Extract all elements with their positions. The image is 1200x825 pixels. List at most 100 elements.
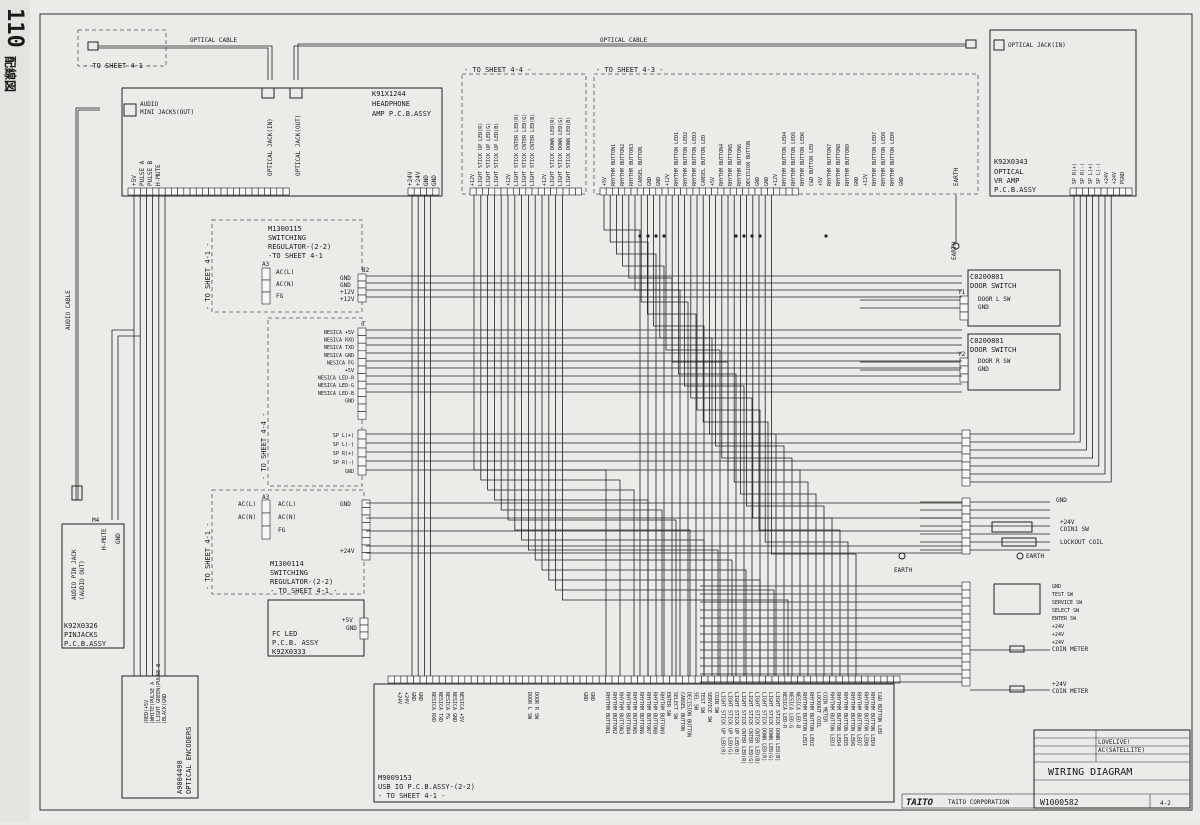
connector-pin — [544, 187, 551, 196]
usb-gnd-label: GND — [582, 692, 588, 701]
usb-nesica-label: NESICA TXD — [437, 692, 443, 722]
usb-signal-label: CANSEL BUTTON — [679, 692, 685, 731]
binding-margin — [0, 0, 30, 821]
connector-pin — [264, 187, 271, 196]
door-left-name: DOOR SWITCH — [970, 282, 1016, 290]
regulator-bottom-conn-a: A3 — [262, 494, 270, 501]
connector-pin — [496, 675, 504, 684]
connector-pin — [618, 187, 626, 196]
connector-pin — [961, 477, 971, 487]
headphone-name2: AMP P.C.B.ASSY — [372, 110, 432, 118]
connector-pin — [568, 187, 576, 196]
connector-pin — [598, 675, 606, 684]
coin-meter1-label: COIN METER — [1052, 646, 1089, 653]
optical-cable-right-wire — [297, 43, 966, 80]
headphone-id: K91X1244 — [372, 90, 406, 98]
speaker-wire — [970, 195, 1087, 451]
connector-pin — [754, 187, 762, 196]
pinjack-box — [61, 523, 125, 649]
connector-pin — [692, 187, 700, 196]
usb-signal-label: SEL SW — [692, 692, 698, 711]
connector-pin — [680, 187, 688, 196]
connector-pin — [669, 675, 677, 684]
headphone-right-pins: +24V +24V GND GND — [407, 171, 438, 186]
pinjack-wire — [111, 329, 134, 520]
button-group2-label: RHYTHM BUTTON8 — [836, 144, 842, 186]
coin-earth-symbol — [1016, 552, 1024, 560]
usb-signal-label: RHYTHM BUTTON LED3 — [828, 692, 834, 746]
connector-pin — [171, 187, 178, 196]
regulator-top-name2: REGULATOR-(2-2) — [268, 243, 331, 251]
title-block: LOVELIVE! AC(SATELLITE) WIRING DIAGRAM T… — [901, 729, 1191, 809]
usb-power-label: +24V — [403, 692, 409, 704]
led-wire — [562, 195, 789, 676]
button-group2-label: GND — [854, 177, 860, 186]
optical-jack-out-icon — [289, 87, 303, 99]
connector-pin — [959, 365, 969, 375]
connector-pin — [711, 187, 719, 196]
svg-text:PULSE A: PULSE A — [139, 160, 146, 186]
usb-nesica-label: NESICA RXD — [430, 692, 436, 722]
nesica-pin-label: NESICA LED-B — [318, 391, 354, 397]
svg-text:LIGHT STICK CNTER LED(G): LIGHT STICK CNTER LED(G) — [522, 114, 528, 186]
connector-pin — [742, 187, 750, 196]
usb-signal-label: RHYTHM BUTTON LED7 — [856, 692, 862, 746]
sp-pin-label: SP R(-) — [333, 460, 354, 466]
connector-pin — [675, 675, 683, 684]
headphone-connector-p — [407, 187, 440, 196]
company-name: TAITO CORPORATION — [948, 799, 1010, 806]
regulator-top-b-labels: GND GND +12V +12V — [340, 275, 355, 303]
connector-pin — [158, 187, 166, 196]
connector-pin — [464, 675, 472, 684]
usb-nesica-label: NESICA FG — [444, 692, 450, 719]
pinjack-gnd: GND — [115, 533, 122, 544]
connector-pin — [357, 358, 367, 367]
fc-led-id: K92X0333 — [272, 648, 306, 656]
connector-pin — [220, 187, 228, 196]
button-group-label: CANSEL BUTTON LED — [701, 135, 707, 186]
headphone-connector-x — [127, 187, 290, 196]
optical-plug-right — [965, 39, 977, 49]
button-wire — [696, 195, 761, 676]
nesica-pin-label: NESICA FG — [327, 360, 354, 366]
connector-pin — [357, 365, 367, 374]
usb-signal-label: RHYTHM BUTTON LED8 — [862, 692, 868, 746]
usb-door-label: DOOR R SW — [533, 692, 539, 720]
button-group2-label: +5V — [818, 177, 824, 186]
usb-io-ref: - TO SHEET 4-1 - — [378, 792, 445, 800]
drawing-number: W1000582 — [1040, 798, 1079, 807]
svg-text:AC(N): AC(N) — [276, 281, 294, 288]
connector-pin — [282, 187, 290, 196]
svg-text:PGND: PGND — [1120, 172, 1126, 184]
connector-pin — [767, 187, 774, 196]
connector-pin — [643, 675, 651, 684]
connector-pin — [357, 327, 367, 336]
connector-pin — [637, 675, 645, 684]
button-group-label: +12V — [665, 174, 671, 186]
connector-pin — [152, 187, 160, 196]
usb-nesica-label: NESICA GND — [451, 692, 457, 722]
regulator-top-ref: -TO SHEET 4-1 — [268, 252, 323, 260]
connector-pin — [357, 273, 367, 282]
connector-pin — [488, 187, 496, 196]
connector-pin — [534, 675, 542, 684]
button-group-label: RHYTHM BUTTON1 — [611, 144, 617, 186]
optical-cable-right-label: OPTICAL CABLE — [600, 37, 647, 44]
regulator-top-a-labels: AC(L) AC(N) FG — [276, 269, 294, 300]
connector-pin — [605, 187, 613, 196]
connector-pin — [961, 637, 971, 647]
headphone-minijack-label: MINI JACKS(OUT) — [140, 109, 194, 116]
connector-pin — [961, 605, 971, 615]
usb-power-label: GND — [410, 692, 416, 701]
connector-pin — [387, 675, 395, 684]
connector-pin — [183, 187, 191, 196]
button-wire — [622, 195, 665, 676]
svg-text:AC(L): AC(L) — [278, 501, 296, 508]
optical-vr-amp-box — [989, 29, 1137, 197]
connector-pin — [575, 187, 582, 196]
sheet41-top-ref: - TO SHEET 4-1 - — [84, 62, 151, 70]
button-group2-label: RHYTHM BUTTON LED9 — [890, 132, 896, 186]
connector-pin — [357, 411, 367, 420]
svg-text:SP L(-): SP L(-) — [1096, 163, 1102, 184]
